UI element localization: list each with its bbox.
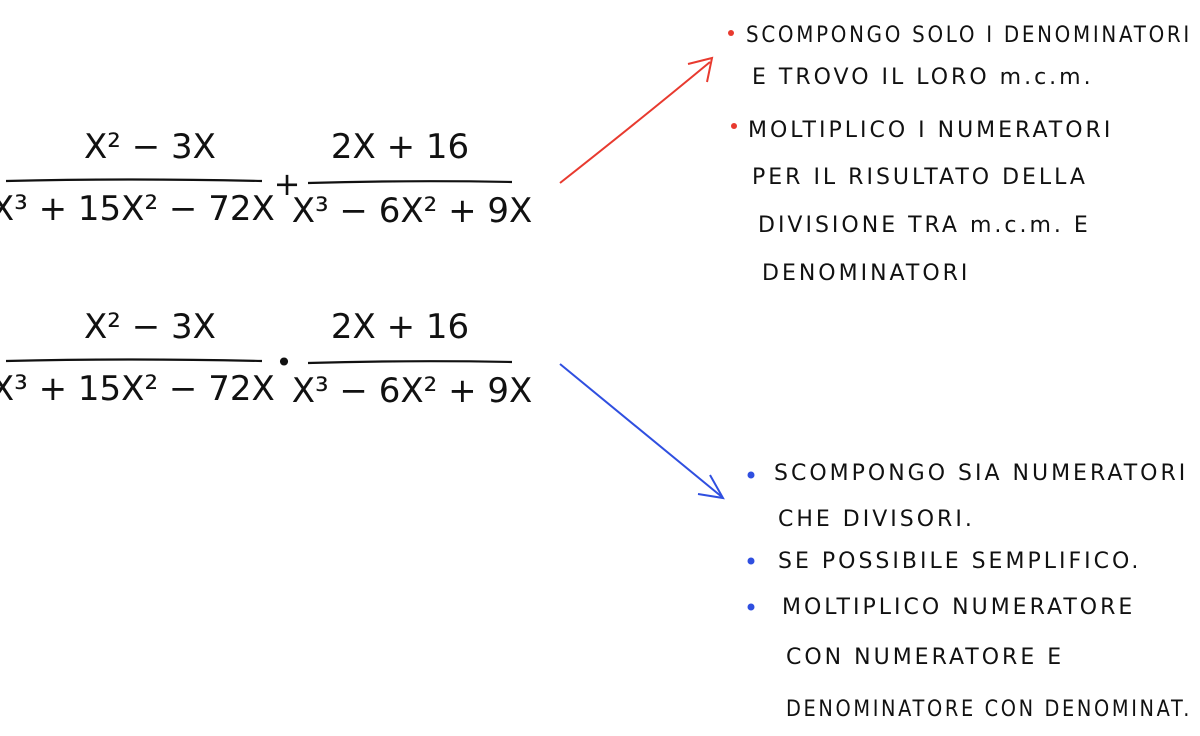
note-line: E TROVO IL LORO m.c.m.	[752, 65, 1094, 90]
note-line: DIVISIONE TRA m.c.m. E	[758, 213, 1091, 238]
fraction-right-sum: 2X + 16 X³ − 6X² + 9X	[292, 127, 533, 231]
numerator-left-product: X² − 3X	[84, 307, 216, 347]
note-line: CON NUMERATORE E	[786, 645, 1064, 670]
notes-sum: SCOMPONGO SOLO I DENOMINATORI E TROVO IL…	[728, 23, 1192, 286]
denominator-left-sum: 3X³ + 15X² − 72X	[0, 189, 275, 229]
fraction-bar-left-product	[5, 358, 263, 363]
note-line: SCOMPONGO SOLO I DENOMINATORI	[746, 23, 1192, 48]
note-line: PER IL RISULTATO DELLA	[752, 165, 1088, 190]
arrow-product	[559, 363, 725, 500]
expression-product: X² − 3X 3X³ + 15X² − 72X • 2X + 16 X³ − …	[0, 307, 532, 411]
arrow-sum	[559, 56, 714, 184]
denominator-right-sum: X³ − 6X² + 9X	[292, 191, 533, 231]
note-line: MOLTIPLICO NUMERATORE	[782, 595, 1135, 620]
arrow-product-shaft	[559, 363, 723, 498]
bullet-blue	[747, 471, 755, 479]
note-line: SE POSSIBILE SEMPLIFICO.	[778, 549, 1141, 574]
numerator-left-sum: X² − 3X	[84, 127, 216, 167]
fraction-bar-right-product	[307, 360, 513, 365]
operator-plus: +	[274, 165, 301, 203]
numerator-right-sum: 2X + 16	[331, 127, 469, 167]
bullet-red	[731, 123, 737, 129]
denominator-right-product: X³ − 6X² + 9X	[292, 371, 533, 411]
numerator-right-product: 2X + 16	[331, 307, 469, 347]
fraction-left-product: X² − 3X 3X³ + 15X² − 72X	[0, 307, 275, 409]
bullet-blue	[747, 603, 755, 611]
fraction-bar-left-sum	[5, 178, 263, 183]
note-line: DENOMINATORE CON DENOMINAT.	[786, 697, 1192, 722]
expression-sum: X² − 3X 3X³ + 15X² − 72X + 2X + 16 X³ − …	[0, 127, 532, 231]
note-line: DENOMINATORI	[762, 261, 970, 286]
fraction-right-product: 2X + 16 X³ − 6X² + 9X	[292, 307, 533, 411]
bullet-blue	[747, 557, 755, 565]
arrow-sum-shaft	[559, 61, 711, 184]
bullet-red	[728, 30, 734, 36]
arrow-sum-head	[687, 56, 714, 83]
note-line: CHE DIVISORI.	[778, 507, 975, 532]
denominator-left-product: 3X³ + 15X² − 72X	[0, 369, 275, 409]
note-line: SCOMPONGO SIA NUMERATORI	[774, 461, 1188, 486]
notes-product: SCOMPONGO SIA NUMERATORI CHE DIVISORI. S…	[747, 461, 1192, 722]
fraction-bar-right-sum	[307, 180, 513, 185]
arrow-product-head	[697, 474, 725, 500]
fraction-left-sum: X² − 3X 3X³ + 15X² − 72X	[0, 127, 275, 229]
note-line: MOLTIPLICO I NUMERATORI	[748, 118, 1113, 143]
operator-dot: •	[276, 346, 293, 379]
